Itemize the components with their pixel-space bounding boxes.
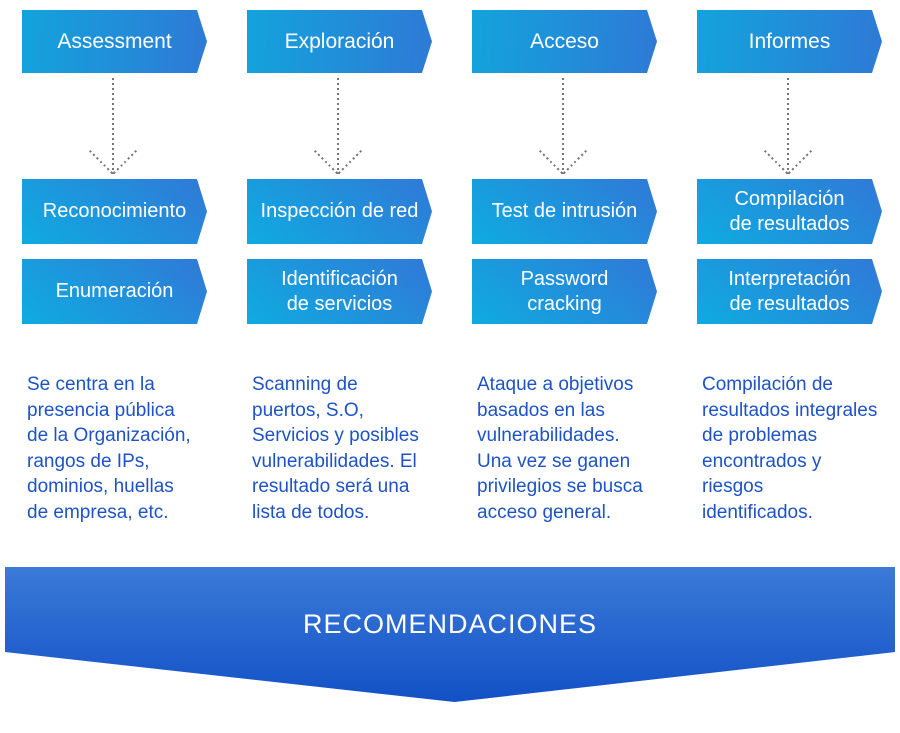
phase-step-chevron: Test de intrusión xyxy=(472,179,657,244)
arrowhead-left xyxy=(538,149,564,175)
arrow-stem xyxy=(112,78,114,174)
phase-step-chevron: Interpretación de resultados xyxy=(697,259,882,324)
phase-header-chevron: Assessment xyxy=(22,10,207,73)
dotted-arrow-down-icon xyxy=(760,78,816,175)
arrow-stem xyxy=(337,78,339,174)
arrowhead-right xyxy=(112,149,138,175)
phase-step-chevron: Inspección de red xyxy=(247,179,432,244)
phase-column-acceso: Acceso Test de intrusión Password cracki… xyxy=(472,0,682,560)
arrowhead-right xyxy=(787,149,813,175)
arrowhead-left xyxy=(88,149,114,175)
arrow-stem xyxy=(562,78,564,174)
phase-column-exploracion: Exploración Inspección de red Identifica… xyxy=(247,0,457,560)
arrowhead-right xyxy=(562,149,588,175)
phase-column-informes: Informes Compilación de resultados Inter… xyxy=(697,0,900,560)
recommendations-banner-label: RECOMENDACIONES xyxy=(302,609,598,639)
arrowhead-right xyxy=(337,149,363,175)
arrowhead-left xyxy=(763,149,789,175)
phase-step-chevron: Reconocimiento xyxy=(22,179,207,244)
phase-description: Compilación de resultados integrales de … xyxy=(702,374,878,523)
phase-step-chevron: Enumeración xyxy=(22,259,207,324)
phase-description: Ataque a objetivos basados en las vulner… xyxy=(477,374,643,523)
phase-column-assessment: Assessment Reconocimiento Enumeración Se… xyxy=(22,0,232,560)
phase-description: Scanning de puertos, S.O, Servicios y po… xyxy=(252,374,419,523)
phase-description: Se centra en la presencia pública de la … xyxy=(27,374,191,523)
dotted-arrow-down-icon xyxy=(85,78,141,175)
dotted-arrow-down-icon xyxy=(535,78,591,175)
phase-header-chevron: Informes xyxy=(697,10,882,73)
dotted-arrow-down-icon xyxy=(310,78,366,175)
phase-header-chevron: Acceso xyxy=(472,10,657,73)
arrowhead-left xyxy=(313,149,339,175)
phase-step-chevron: Password cracking xyxy=(472,259,657,324)
phase-header-chevron: Exploración xyxy=(247,10,432,73)
recommendations-banner: RECOMENDACIONES xyxy=(5,567,895,702)
arrow-stem xyxy=(787,78,789,174)
phase-step-chevron: Identificación de servicios xyxy=(247,259,432,324)
phase-step-chevron: Compilación de resultados xyxy=(697,179,882,244)
